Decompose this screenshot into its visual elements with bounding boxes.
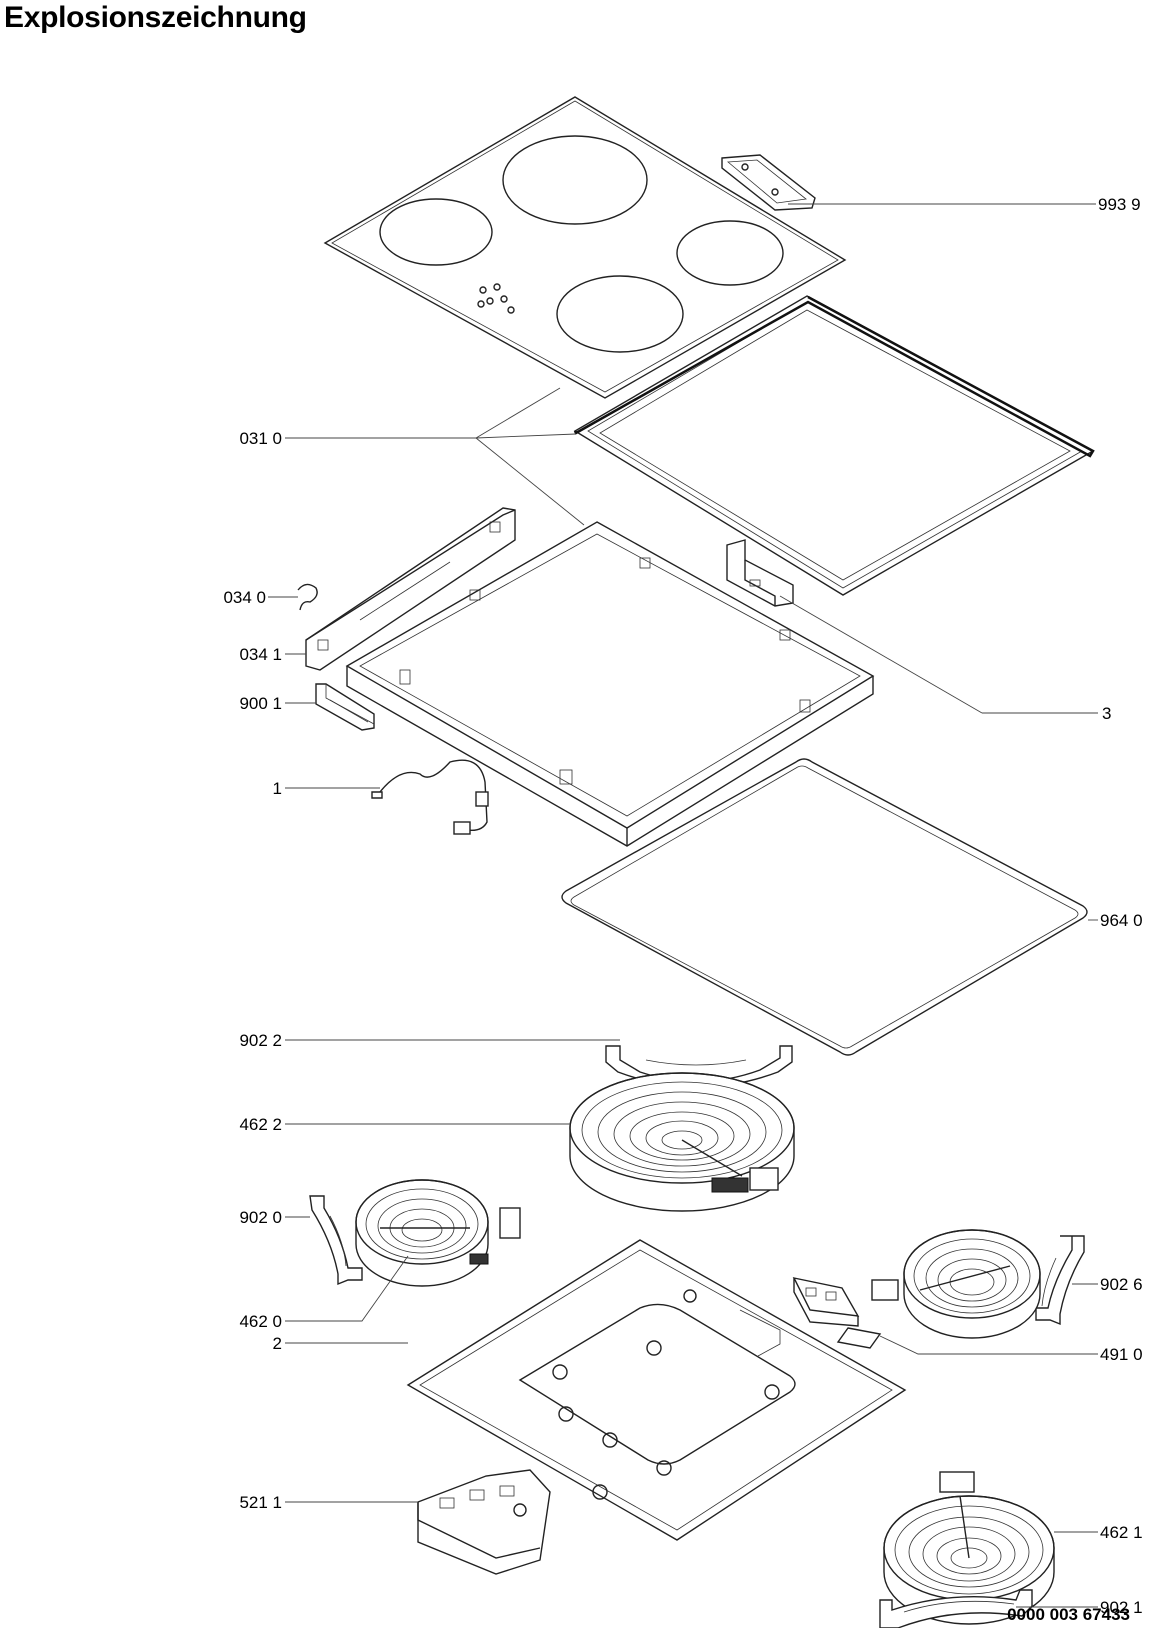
callout-902-6: 902 6: [1100, 1275, 1143, 1294]
side-rail-part: [305, 507, 516, 671]
heater-large-part: [569, 1072, 795, 1212]
cable-part: [371, 759, 489, 835]
callout-031-0: 031 0: [239, 429, 282, 448]
cover-bracket-part: [721, 154, 816, 211]
callout-3: 3: [1102, 704, 1111, 723]
callout-2: 2: [273, 1334, 282, 1353]
callout-902-0: 902 0: [239, 1208, 282, 1227]
mount-bracket-left-part: [309, 1195, 363, 1286]
callout-993-9: 993 9: [1098, 195, 1141, 214]
latch-part: [315, 683, 375, 731]
callout-462-2: 462 2: [239, 1115, 282, 1134]
heater-left-part: [355, 1179, 521, 1287]
document-number: 0000 003 67433: [1007, 1605, 1130, 1624]
callout-491-0: 491 0: [1100, 1345, 1143, 1364]
control-module-part: [417, 1469, 551, 1575]
callout-902-2: 902 2: [239, 1031, 282, 1050]
callout-034-1: 034 1: [239, 645, 282, 664]
callout-964-0: 964 0: [1100, 911, 1143, 930]
limiter-part: [792, 1277, 882, 1349]
callout-521-1: 521 1: [239, 1493, 282, 1512]
mount-bracket-right-part: [1035, 1235, 1085, 1326]
glass-top-panel: [323, 96, 847, 399]
callout-902-1: 902 1: [1100, 1598, 1143, 1617]
trim-frame-part: [573, 295, 1095, 596]
page-title: Explosionszeichnung: [4, 1, 307, 34]
seal-gasket-part: [561, 758, 1088, 1056]
mount-bracket-front-part: [879, 1589, 1033, 1628]
callout-462-1: 462 1: [1100, 1523, 1143, 1542]
heater-front-part: [883, 1471, 1055, 1625]
housing-frame-part: [345, 521, 875, 847]
base-tray-part: [406, 1239, 907, 1541]
callout-462-0: 462 0: [239, 1312, 282, 1331]
frame-bracket-part: [726, 539, 794, 607]
heater-right-part: [871, 1229, 1041, 1339]
callout-900-1: 900 1: [239, 694, 282, 713]
callout-034-0: 034 0: [223, 588, 266, 607]
rail-clip-part: [297, 583, 318, 611]
leader-lines: [268, 203, 1098, 1608]
callout-1: 1: [273, 779, 282, 798]
